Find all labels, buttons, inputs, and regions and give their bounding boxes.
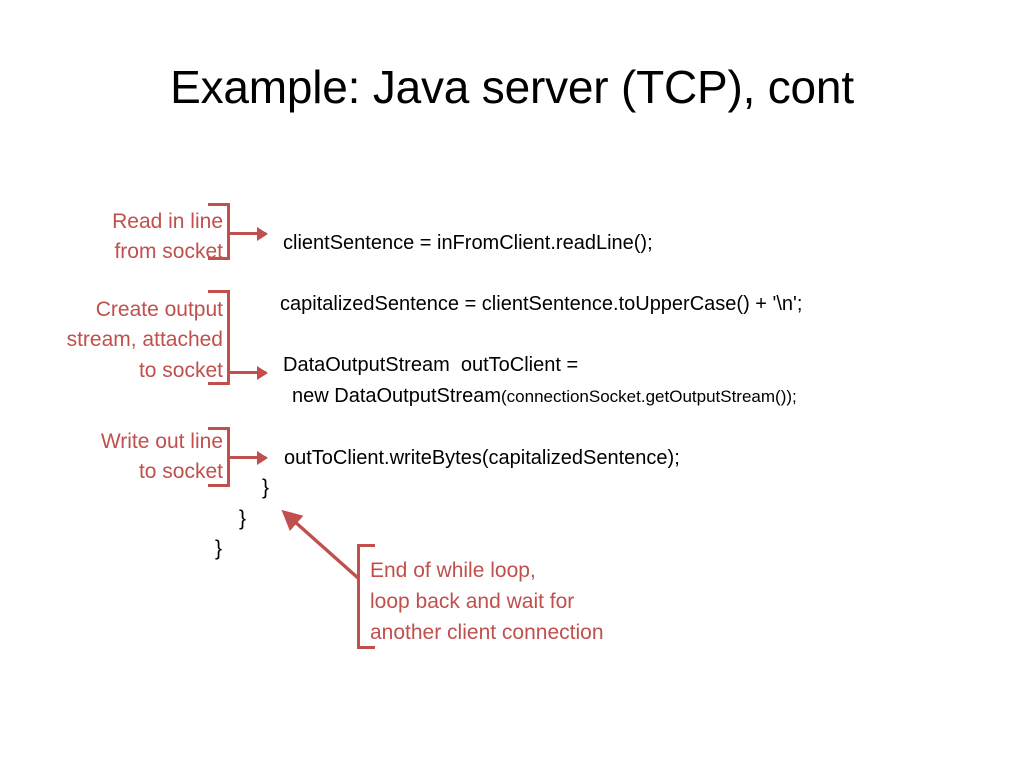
code-closing-brace-1: }	[262, 476, 270, 499]
page-title: Example: Java server (TCP), cont	[170, 61, 854, 113]
code-line-capitalize: capitalizedSentence = clientSentence.toU…	[280, 293, 803, 315]
arrow-end-of-loop-diagonal	[281, 509, 360, 580]
code-line-new-dataoutputstream: new DataOutputStream(connectionSocket.ge…	[292, 384, 797, 408]
arrow-read	[230, 232, 266, 235]
code-line-new-dataoutputstream-args: (connectionSocket.getOutputStream());	[501, 387, 797, 406]
code-closing-brace-2: }	[239, 507, 247, 530]
bracket-right-read	[208, 203, 230, 260]
annotation-label-write: Write out line to socket	[100, 430, 223, 484]
code-line-declare-outtoclient: DataOutputStream outToClient =	[283, 354, 579, 376]
bracket-right-write	[208, 427, 230, 487]
code-line-read-sentence: clientSentence = inFromClient.readLine()…	[283, 232, 653, 254]
annotation-label-end-of-loop: End of while loop, loop back and wait fo…	[370, 559, 604, 644]
code-line-write-bytes: outToClient.writeBytes(capitalizedSenten…	[284, 447, 680, 469]
code-closing-brace-3: }	[215, 537, 223, 560]
bracket-left-end-of-loop	[357, 544, 375, 649]
annotation-label-read: Read in line from socket	[112, 210, 223, 264]
arrow-create-output-stream	[230, 371, 266, 374]
arrow-write	[230, 456, 266, 459]
annotation-label-create-output-stream: Create output stream, attached to socket	[66, 298, 223, 382]
code-line-new-dataoutputstream-main: new DataOutputStream	[292, 385, 501, 407]
bracket-right-create-output-stream	[208, 290, 230, 385]
